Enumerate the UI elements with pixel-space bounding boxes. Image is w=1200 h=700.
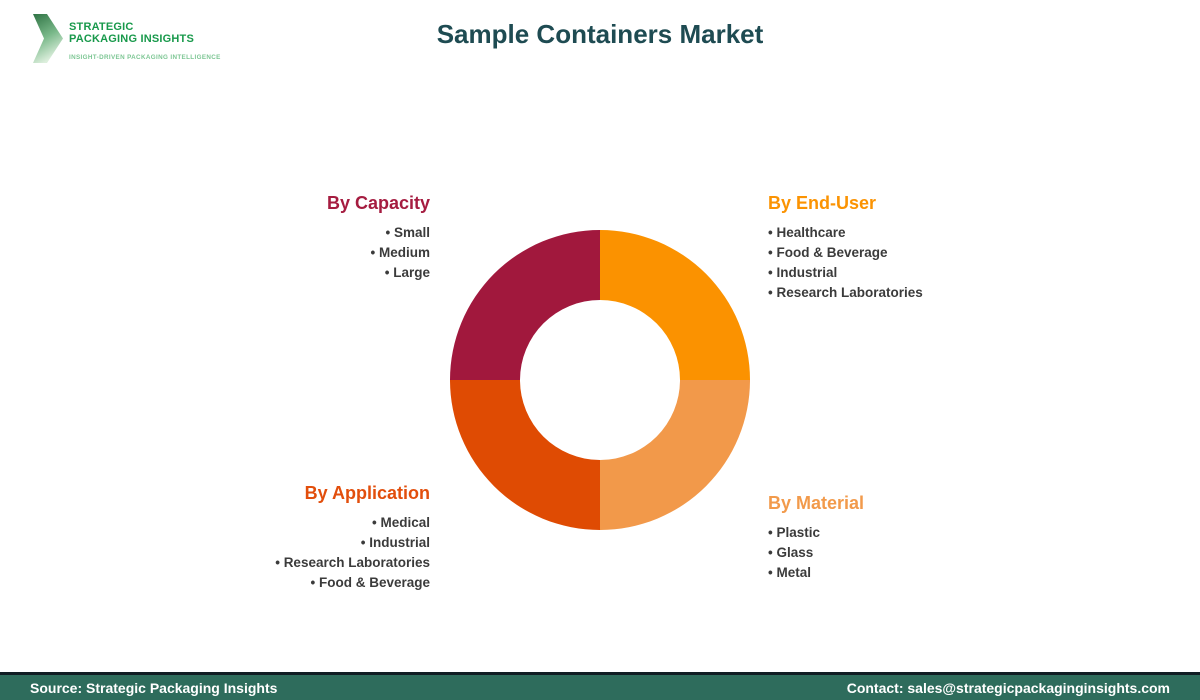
donut-segment-capacity xyxy=(450,230,600,380)
segment-title-material: By Material xyxy=(768,493,865,513)
segment-block-material: By Material Plastic Glass Metal xyxy=(768,493,1018,583)
donut-segment-application xyxy=(450,380,600,530)
list-item: Industrial xyxy=(180,533,430,553)
list-item: Healthcare xyxy=(768,223,1018,243)
footer-contact-text: Contact: sales@strategicpackaginginsight… xyxy=(846,679,1170,696)
chevron-logo-icon xyxy=(33,14,63,63)
segment-block-end-user: By End-User Healthcare Food & Beverage I… xyxy=(768,193,1018,303)
list-item: Food & Beverage xyxy=(180,573,430,593)
list-item: Food & Beverage xyxy=(768,243,1018,263)
segment-list-end-user: Healthcare Food & Beverage Industrial Re… xyxy=(768,223,1018,303)
brand-name-line1: STRATEGIC xyxy=(69,21,134,33)
segment-list-material: Plastic Glass Metal xyxy=(768,523,1018,583)
segment-block-capacity: By Capacity Small Medium Large xyxy=(180,193,430,283)
footer-source-text: Source: Strategic Packaging Insights xyxy=(30,679,278,696)
segment-list-application: Medical Industrial Research Laboratories… xyxy=(180,513,430,593)
brand-logo-text: STRATEGIC PACKAGING INSIGHTS INSIGHT-DRI… xyxy=(69,14,221,63)
segment-block-application: By Application Medical Industrial Resear… xyxy=(180,483,430,593)
footer-bar: Source: Strategic Packaging Insights Con… xyxy=(0,675,1200,700)
list-item: Small xyxy=(180,223,430,243)
brand-logo: STRATEGIC PACKAGING INSIGHTS INSIGHT-DRI… xyxy=(33,14,221,63)
donut-chart xyxy=(450,230,750,530)
list-item: Glass xyxy=(768,543,1018,563)
segment-title-capacity: By Capacity xyxy=(326,193,430,213)
list-item: Research Laboratories xyxy=(180,553,430,573)
list-item: Research Laboratories xyxy=(768,283,1018,303)
segment-title-end-user: By End-User xyxy=(768,193,877,213)
page-title: Sample Containers Market xyxy=(436,19,764,49)
brand-tagline: INSIGHT-DRIVEN PACKAGING INTELLIGENCE xyxy=(69,54,221,61)
footer-divider xyxy=(0,672,1200,675)
list-item: Metal xyxy=(768,563,1018,583)
brand-name-line2: PACKAGING INSIGHTS xyxy=(69,32,195,45)
list-item: Medium xyxy=(180,243,430,263)
segment-title-application: By Application xyxy=(304,483,430,503)
list-item: Plastic xyxy=(768,523,1018,543)
list-item: Industrial xyxy=(768,263,1018,283)
list-item: Large xyxy=(180,263,430,283)
donut-segment-end-user xyxy=(600,230,750,380)
donut-segment-material xyxy=(600,380,750,530)
list-item: Medical xyxy=(180,513,430,533)
segment-list-capacity: Small Medium Large xyxy=(180,223,430,283)
